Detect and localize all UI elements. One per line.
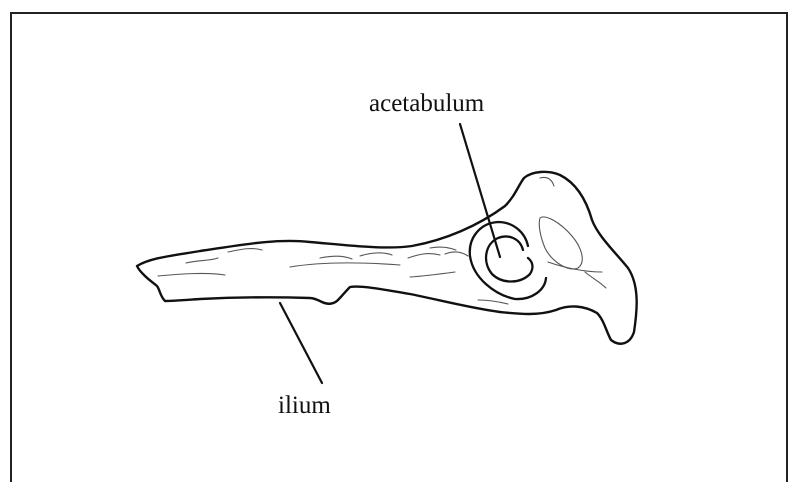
acetabulum-rim [470,222,546,299]
ilium-leader-line [280,303,322,383]
bone-texture-lines [158,177,606,304]
acetabulum-leader-line [460,124,500,257]
bone-outline [137,172,637,344]
acetabulum-label: acetabulum [369,91,484,116]
ilium-label: ilium [278,393,331,418]
acetabulum-cup [486,237,532,282]
